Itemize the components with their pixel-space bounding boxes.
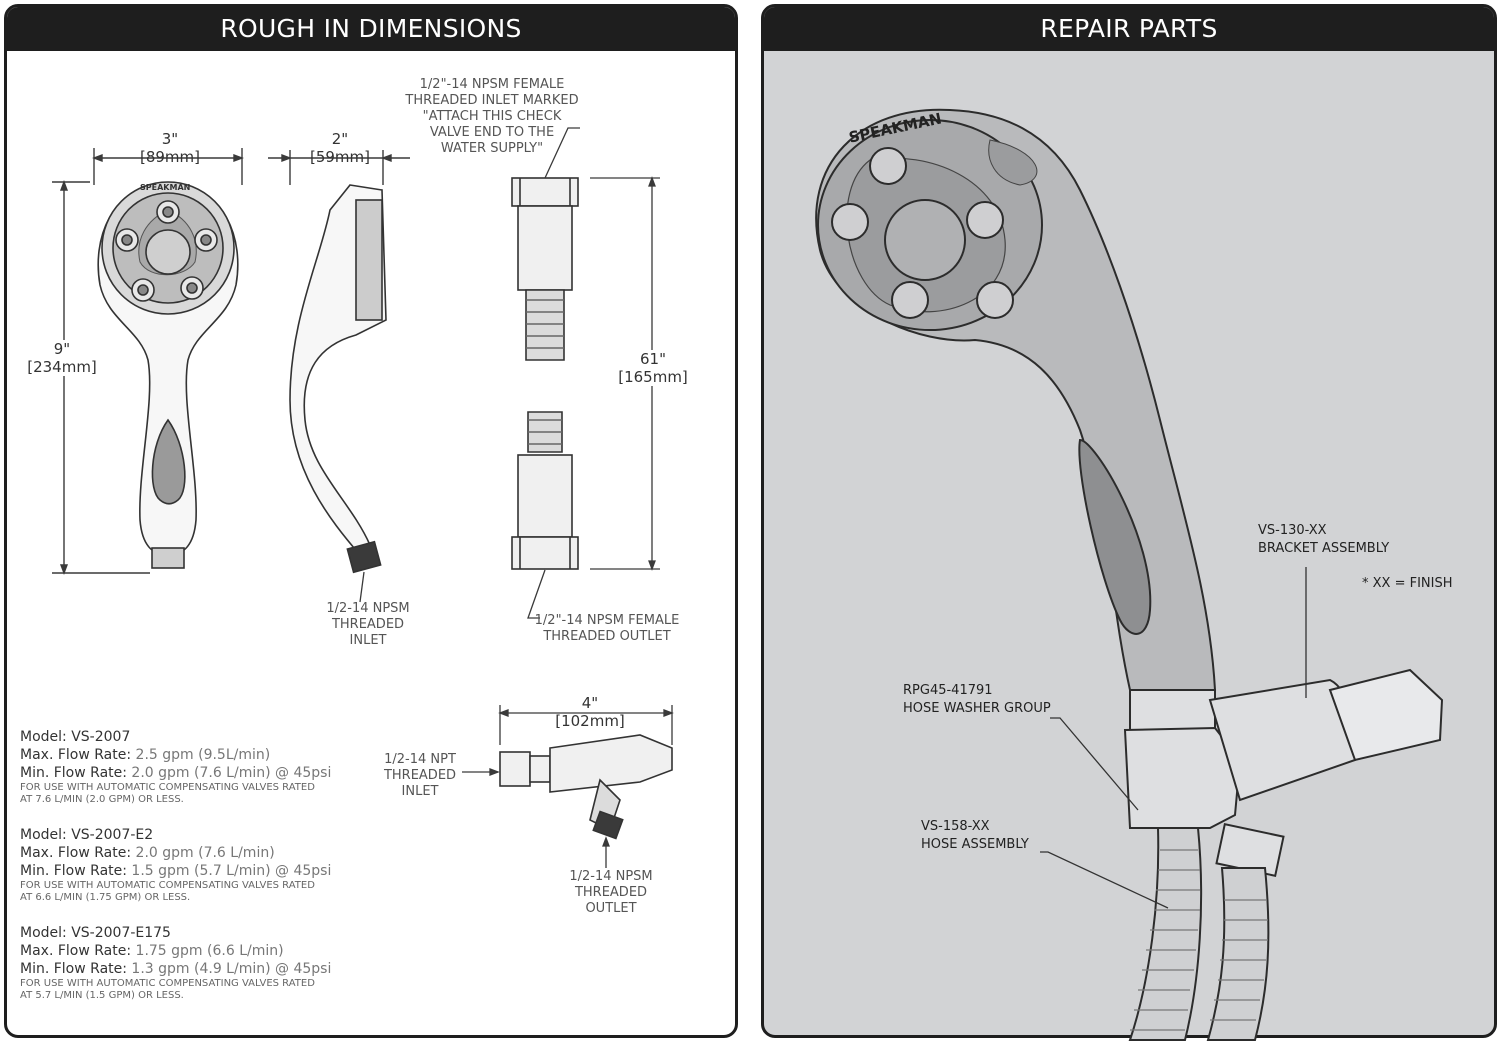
height-dimension: 9" [234mm] (22, 340, 102, 376)
spec-model: Model: VS-2007-E2 (20, 827, 154, 843)
hose-washer-label: RPG45-41791 HOSE WASHER GROUP (903, 682, 1051, 718)
bracket-inlet-line-3: INLET (401, 784, 439, 799)
spec-min-flow: Min. Flow Rate: 1.5 gpm (5.7 L/min) @ 45… (20, 862, 380, 880)
rough-in-dimensions-title: ROUGH IN DIMENSIONS (7, 7, 735, 51)
spec-max-flow: Max. Flow Rate: 2.5 gpm (9.5L/min) (20, 746, 380, 764)
finish-note: * XX = FINISH (1362, 576, 1453, 591)
bracket-mm: [102mm] (555, 712, 625, 730)
spec-model: Model: VS-2007 (20, 729, 131, 745)
width-inches: 3" (161, 130, 179, 148)
height-inches: 9" (53, 340, 71, 358)
height-mm: [234mm] (27, 358, 97, 376)
spec-max-value: 1.75 gpm (6.6 L/min) (135, 943, 284, 959)
hose-length-mm: [165mm] (618, 368, 688, 386)
hose-washer-code: RPG45-41791 (903, 683, 993, 698)
hose-outlet-line-1: 1/2"-14 NPSM FEMALE (534, 613, 680, 628)
hose-inlet-line-3: "ATTACH THIS CHECK (422, 109, 562, 124)
handle-inlet-callout: 1/2-14 NPSM THREADED INLET (313, 601, 423, 649)
handle-inlet-line-3: INLET (349, 633, 387, 648)
width-mm: [89mm] (139, 148, 200, 166)
spec-min-value: 1.5 gpm (5.7 L/min) @ 45psi (131, 863, 332, 879)
hose-assembly-name: HOSE ASSEMBLY (921, 837, 1029, 852)
repair-parts-title: REPAIR PARTS (764, 7, 1494, 51)
bracket-dimension: 4" [102mm] (550, 694, 630, 730)
spec-max-value: 2.5 gpm (9.5L/min) (135, 747, 271, 763)
hose-inlet-line-4: VALVE END TO THE (429, 125, 555, 140)
hose-inlet-line-5: WATER SUPPLY" (440, 141, 544, 156)
spec-min-value: 2.0 gpm (7.6 L/min) @ 45psi (131, 765, 332, 781)
front-view-logo: SPEAKMAN (140, 183, 191, 192)
hose-length-inches: 61" (640, 350, 666, 368)
bracket-outlet-line-3: OUTLET (585, 901, 637, 916)
spec-note-2: AT 6.6 L/MIN (1.75 GPM) OR LESS. (20, 892, 191, 903)
bracket-inlet-callout: 1/2-14 NPT THREADED INLET (374, 752, 466, 800)
bracket-outlet-line-2: THREADED (574, 885, 648, 900)
spec-note-1: FOR USE WITH AUTOMATIC COMPENSATING VALV… (20, 880, 315, 891)
spec-min-flow: Min. Flow Rate: 2.0 gpm (7.6 L/min) @ 45… (20, 764, 380, 782)
hose-washer-name: HOSE WASHER GROUP (903, 701, 1051, 716)
spec-block-vs-2007-e175: Model: VS-2007-E175 Max. Flow Rate: 1.75… (20, 924, 380, 1002)
bracket-inches: 4" (581, 694, 599, 712)
spec-min-label: Min. Flow Rate: (20, 863, 127, 879)
spec-min-label: Min. Flow Rate: (20, 765, 127, 781)
hose-length-dimension: 61" [165mm] (614, 350, 692, 386)
spec-min-value: 1.3 gpm (4.9 L/min) @ 45psi (131, 961, 332, 977)
bracket-assembly-code: VS-130-XX (1258, 523, 1327, 538)
hose-inlet-callout: 1/2"-14 NPSM FEMALE THREADED INLET MARKE… (402, 77, 582, 157)
depth-mm: [59mm] (309, 148, 370, 166)
spec-min-label: Min. Flow Rate: (20, 961, 127, 977)
bracket-inlet-line-1: 1/2-14 NPT (384, 752, 456, 767)
hose-assembly-code: VS-158-XX (921, 819, 990, 834)
repair-parts-panel: REPAIR PARTS (761, 4, 1497, 1038)
spec-note-1: FOR USE WITH AUTOMATIC COMPENSATING VALV… (20, 978, 315, 989)
spec-max-label: Max. Flow Rate: (20, 747, 132, 763)
spec-min-flow: Min. Flow Rate: 1.3 gpm (4.9 L/min) @ 45… (20, 960, 380, 978)
spec-block-vs-2007: Model: VS-2007 Max. Flow Rate: 2.5 gpm (… (20, 728, 380, 806)
bracket-assembly-name: BRACKET ASSEMBLY (1258, 541, 1390, 556)
hose-assembly-label: VS-158-XX HOSE ASSEMBLY (921, 818, 1029, 854)
spec-max-flow: Max. Flow Rate: 1.75 gpm (6.6 L/min) (20, 942, 380, 960)
handle-inlet-line-1: 1/2-14 NPSM (326, 601, 410, 616)
bracket-assembly-label: VS-130-XX BRACKET ASSEMBLY (1258, 522, 1389, 558)
depth-dimension: 2" [59mm] (300, 130, 380, 166)
hose-inlet-line-2: THREADED INLET MARKED (405, 93, 579, 108)
spec-max-flow: Max. Flow Rate: 2.0 gpm (7.6 L/min) (20, 844, 380, 862)
depth-inches: 2" (331, 130, 349, 148)
hose-inlet-line-1: 1/2"-14 NPSM FEMALE (419, 77, 565, 92)
hose-outlet-line-2: THREADED OUTLET (543, 629, 671, 644)
bracket-outlet-callout: 1/2-14 NPSM THREADED OUTLET (556, 869, 666, 917)
spec-max-label: Max. Flow Rate: (20, 845, 132, 861)
spec-note-2: AT 5.7 L/MIN (1.5 GPM) OR LESS. (20, 990, 184, 1001)
bracket-inlet-line-2: THREADED (383, 768, 457, 783)
bracket-outlet-line-1: 1/2-14 NPSM (569, 869, 653, 884)
spec-max-label: Max. Flow Rate: (20, 943, 132, 959)
spec-max-value: 2.0 gpm (7.6 L/min) (135, 845, 275, 861)
spec-model: Model: VS-2007-E175 (20, 925, 171, 941)
hose-outlet-callout: 1/2"-14 NPSM FEMALE THREADED OUTLET (532, 613, 682, 645)
handle-inlet-line-2: THREADED (331, 617, 405, 632)
spec-note-1: FOR USE WITH AUTOMATIC COMPENSATING VALV… (20, 782, 315, 793)
width-dimension: 3" [89mm] (130, 130, 210, 166)
spec-block-vs-2007-e2: Model: VS-2007-E2 Max. Flow Rate: 2.0 gp… (20, 826, 380, 904)
spec-note-2: AT 7.6 L/MIN (2.0 GPM) OR LESS. (20, 794, 184, 805)
